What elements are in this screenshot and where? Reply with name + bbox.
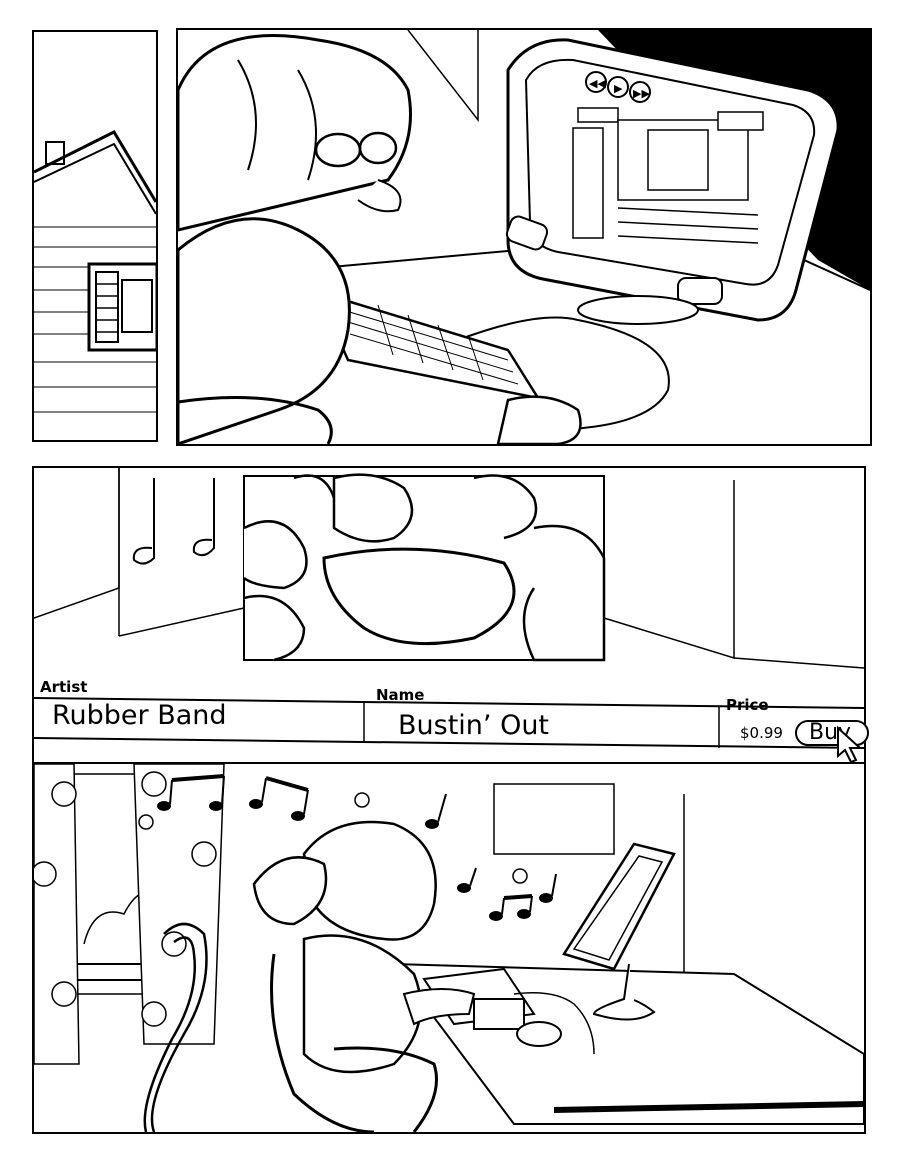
artist-value: Rubber Band (52, 700, 227, 731)
price-header: Price (726, 696, 769, 714)
artist-header: Artist (40, 678, 88, 696)
svg-text:▶: ▶ (614, 82, 623, 95)
arrow-cursor-icon (837, 726, 863, 764)
panel-house (32, 30, 158, 442)
svg-text:◀◀: ◀◀ (589, 77, 606, 90)
panel-listening (32, 762, 866, 1134)
panel-computer-closeup: ◀◀ ▶ ▶▶ (176, 28, 872, 446)
svg-text:▶▶: ▶▶ (633, 87, 650, 100)
rewind-icon (585, 71, 607, 93)
store-screen-drawing (34, 468, 864, 669)
store-info-bar: Artist Rubber Band Name Bustin’ Out Pric… (34, 670, 869, 770)
fast-forward-icon (629, 81, 651, 103)
play-icon (607, 76, 629, 98)
panel-store-screen (32, 466, 866, 772)
name-value: Bustin’ Out (398, 710, 550, 741)
computer-scene: ◀◀ ▶ ▶▶ (178, 30, 870, 444)
price-value: $0.99 (740, 724, 783, 742)
screen-controls: ◀◀ ▶ ▶▶ (585, 71, 651, 103)
house-drawing (34, 130, 156, 413)
music-note-icon (157, 774, 557, 921)
buy-button[interactable]: Buy (795, 720, 869, 746)
listening-scene (34, 764, 864, 1132)
flower-icon (138, 792, 528, 884)
store-bar-lines (34, 697, 864, 749)
name-header: Name (376, 686, 425, 704)
